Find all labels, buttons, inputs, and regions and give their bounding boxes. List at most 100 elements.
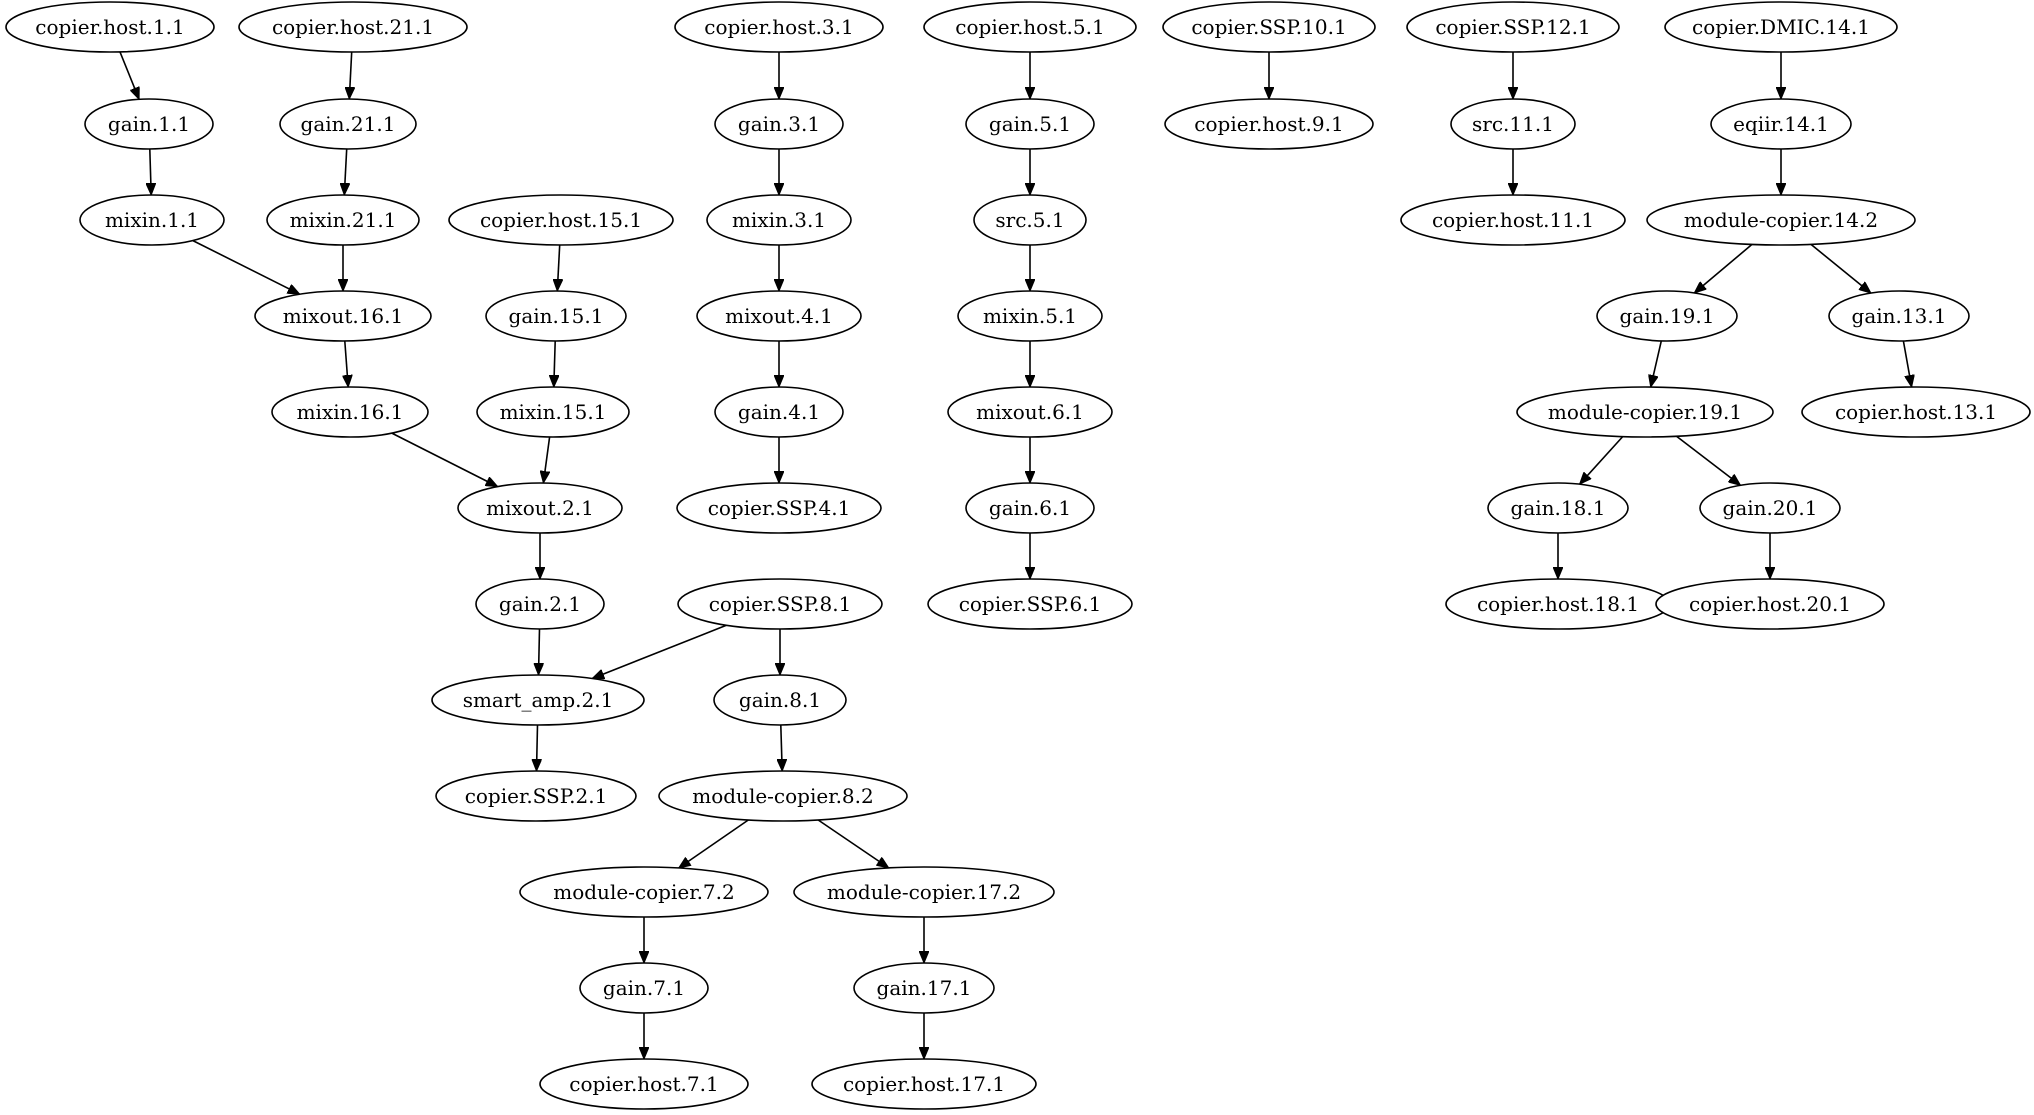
node-label: copier.SSP.8.1 (709, 592, 852, 616)
node-label: gain.17.1 (877, 976, 972, 1000)
edge-arrow (592, 624, 727, 680)
node-gain-1-1: gain.1.1 (84, 98, 214, 150)
node-ellipse (957, 290, 1103, 342)
node-ellipse (923, 1, 1137, 53)
node-gain-15-1: gain.15.1 (485, 290, 627, 342)
node-label: gain.13.1 (1852, 304, 1947, 328)
edge-arrow (1580, 436, 1624, 485)
node-mixin-21-1: mixin.21.1 (266, 194, 420, 246)
node-gain-7-1: gain.7.1 (579, 962, 709, 1014)
node-module-copier-17-2: module-copier.17.2 (793, 866, 1055, 918)
node-ellipse (677, 578, 883, 630)
node-label: copier.SSP.12.1 (1435, 15, 1590, 39)
node-module-copier-19-1: module-copier.19.1 (1516, 386, 1774, 438)
node-mixin-15-1: mixin.15.1 (476, 386, 630, 438)
edge-arrow (1810, 243, 1871, 293)
node-label: src.11.1 (1472, 112, 1554, 136)
node-copier-host-5-1: copier.host.5.1 (923, 1, 1137, 53)
node-label: copier.host.5.1 (955, 15, 1104, 39)
node-ellipse (457, 482, 623, 534)
edge-copier-host-1-1-to-gain-1-1 (119, 51, 140, 99)
edge-arrow (1651, 340, 1663, 387)
node-ellipse (973, 194, 1087, 246)
edge-arrow (817, 819, 889, 868)
node-ellipse (1406, 1, 1620, 53)
node-ellipse (475, 578, 605, 630)
node-label: mixin.3.1 (732, 208, 826, 232)
node-mixout-4-1: mixout.4.1 (696, 290, 862, 342)
edge-arrow (557, 244, 559, 291)
node-gain-3-1: gain.3.1 (714, 98, 844, 150)
node-ellipse (238, 1, 468, 53)
node-ellipse (539, 1058, 749, 1110)
node-label: src.5.1 (995, 208, 1064, 232)
node-ellipse (435, 770, 637, 822)
edges-layer (119, 51, 1912, 1059)
node-label: gain.2.1 (499, 592, 581, 616)
node-label: copier.host.13.1 (1835, 400, 1997, 424)
node-ellipse (713, 674, 847, 726)
edge-module-copier-8-2-to-module-copier-17-2 (817, 819, 889, 868)
node-copier-host-7-1: copier.host.7.1 (539, 1058, 749, 1110)
edge-arrow (391, 432, 498, 488)
node-label: mixout.4.1 (725, 304, 833, 328)
edge-module-copier-19-1-to-gain-20-1 (1676, 435, 1741, 485)
node-ellipse (485, 290, 627, 342)
node-label: copier.host.15.1 (480, 208, 642, 232)
node-ellipse (519, 866, 769, 918)
node-ellipse (1164, 98, 1374, 150)
node-ellipse (927, 578, 1133, 630)
node-copier-host-21-1: copier.host.21.1 (238, 1, 468, 53)
node-eqiir-14-1: eqiir.14.1 (1710, 98, 1852, 150)
node-label: mixout.16.1 (283, 304, 404, 328)
node-label: copier.host.7.1 (569, 1072, 718, 1096)
node-copier-host-3-1: copier.host.3.1 (674, 1, 884, 53)
node-label: gain.5.1 (989, 112, 1071, 136)
node-copier-host-15-1: copier.host.15.1 (448, 194, 674, 246)
node-ellipse (706, 194, 852, 246)
node-label: mixin.15.1 (500, 400, 607, 424)
node-label: mixin.5.1 (983, 304, 1077, 328)
node-ellipse (853, 962, 995, 1014)
edge-arrow (345, 340, 348, 387)
node-label: copier.host.1.1 (35, 15, 184, 39)
node-ellipse (714, 386, 844, 438)
node-ellipse (658, 770, 908, 822)
node-label: gain.19.1 (1620, 304, 1715, 328)
node-ellipse (1664, 1, 1898, 53)
node-label: copier.host.21.1 (272, 15, 434, 39)
node-label: copier.SSP.2.1 (465, 784, 608, 808)
edge-module-copier-19-1-to-gain-18-1 (1580, 436, 1624, 485)
node-mixout-2-1: mixout.2.1 (457, 482, 623, 534)
node-ellipse (696, 290, 862, 342)
node-ellipse (793, 866, 1055, 918)
node-copier-host-9-1: copier.host.9.1 (1164, 98, 1374, 150)
node-ellipse (1400, 194, 1626, 246)
node-ellipse (1516, 386, 1774, 438)
node-module-copier-7-2: module-copier.7.2 (519, 866, 769, 918)
edge-arrow (543, 436, 551, 483)
edge-arrow (679, 819, 749, 868)
edge-gain-13-1-to-copier-host-13-1 (1902, 340, 1911, 387)
node-label: gain.7.1 (603, 976, 685, 1000)
node-label: copier.host.18.1 (1477, 592, 1639, 616)
node-label: copier.host.3.1 (704, 15, 853, 39)
nodes-layer: copier.host.1.1gain.1.1mixin.1.1copier.h… (5, 1, 2031, 1110)
node-copier-host-11-1: copier.host.11.1 (1400, 194, 1626, 246)
edge-arrow (192, 239, 300, 295)
node-label: module-copier.14.2 (1684, 208, 1878, 232)
node-ellipse (1710, 98, 1852, 150)
node-gain-2-1: gain.2.1 (475, 578, 605, 630)
node-src-5-1: src.5.1 (973, 194, 1087, 246)
node-ellipse (1487, 482, 1629, 534)
node-label: gain.18.1 (1511, 496, 1606, 520)
node-mixout-16-1: mixout.16.1 (254, 290, 432, 342)
node-ellipse (1162, 1, 1376, 53)
node-ellipse (1801, 386, 2031, 438)
node-label: eqiir.14.1 (1733, 112, 1829, 136)
node-ellipse (1699, 482, 1841, 534)
node-ellipse (674, 1, 884, 53)
edge-arrow (539, 628, 540, 675)
node-label: gain.8.1 (739, 688, 821, 712)
node-copier-host-20-1: copier.host.20.1 (1655, 578, 1885, 630)
